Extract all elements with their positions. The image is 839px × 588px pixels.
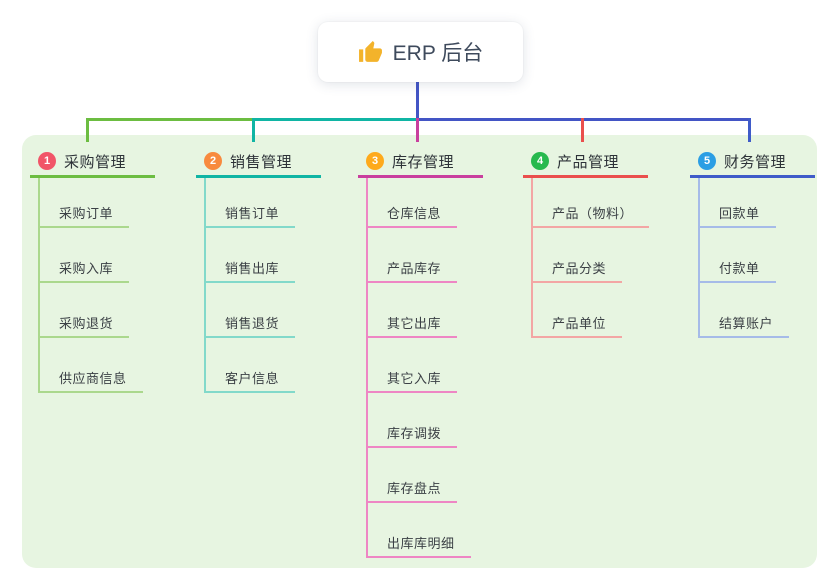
- bus-connector-line: [87, 118, 254, 121]
- mindmap-panel: [22, 135, 817, 568]
- branch-drop-line: [581, 118, 584, 142]
- branch-drop-line: [416, 118, 419, 142]
- child-node[interactable]: 仓库信息: [366, 202, 458, 228]
- bus-connector-line: [253, 118, 418, 121]
- branch-node-header[interactable]: 4 产品管理: [523, 147, 648, 178]
- branch-drop-line: [252, 118, 255, 142]
- branch-node-header[interactable]: 2 销售管理: [196, 147, 321, 178]
- child-node[interactable]: 采购入库: [38, 257, 130, 283]
- branch-title: 财务管理: [724, 153, 787, 171]
- branch-number-badge: 3: [366, 152, 384, 170]
- branch-title: 采购管理: [64, 153, 127, 171]
- child-node[interactable]: 产品库存: [366, 257, 458, 283]
- branch-title: 产品管理: [557, 153, 620, 171]
- branch-node-header[interactable]: 1 采购管理: [30, 147, 155, 178]
- branch-drop-line: [86, 118, 89, 142]
- child-node[interactable]: 产品单位: [531, 312, 623, 338]
- branch-number-badge: 1: [38, 152, 56, 170]
- child-node[interactable]: 采购退货: [38, 312, 130, 338]
- child-node[interactable]: 客户信息: [204, 367, 296, 393]
- branch-children-connector: [366, 178, 368, 558]
- child-node[interactable]: 采购订单: [38, 202, 130, 228]
- branch-children-connector: [531, 178, 533, 338]
- branch-drop-line: [748, 118, 751, 142]
- child-node[interactable]: 库存盘点: [366, 477, 458, 503]
- branch-number-badge: 4: [531, 152, 549, 170]
- child-node[interactable]: 销售退货: [204, 312, 296, 338]
- root-node-label: ERP 后台: [392, 42, 484, 65]
- branch-children-connector: [204, 178, 206, 393]
- branch-number-badge: 2: [204, 152, 222, 170]
- child-node[interactable]: 产品（物料）: [531, 202, 650, 228]
- child-node[interactable]: 产品分类: [531, 257, 623, 283]
- child-node[interactable]: 付款单: [698, 257, 776, 283]
- child-node[interactable]: 回款单: [698, 202, 776, 228]
- child-node[interactable]: 供应商信息: [38, 367, 143, 393]
- child-node[interactable]: 销售出库: [204, 257, 296, 283]
- root-connector-line: [416, 82, 419, 121]
- branch-title: 销售管理: [230, 153, 293, 171]
- root-node[interactable]: ERP 后台: [318, 22, 523, 82]
- child-node[interactable]: 库存调拨: [366, 422, 458, 448]
- branch-node-header[interactable]: 3 库存管理: [358, 147, 483, 178]
- branch-title: 库存管理: [392, 153, 455, 171]
- branch-children-connector: [38, 178, 40, 393]
- branch-number-badge: 5: [698, 152, 716, 170]
- child-node[interactable]: 结算账户: [698, 312, 790, 338]
- child-node[interactable]: 其它出库: [366, 312, 458, 338]
- child-node[interactable]: 出库库明细: [366, 532, 471, 558]
- child-node[interactable]: 其它入库: [366, 367, 458, 393]
- child-node[interactable]: 销售订单: [204, 202, 296, 228]
- branch-node-header[interactable]: 5 财务管理: [690, 147, 815, 178]
- branch-children-connector: [698, 178, 700, 338]
- thumbs-up-icon: [358, 40, 382, 62]
